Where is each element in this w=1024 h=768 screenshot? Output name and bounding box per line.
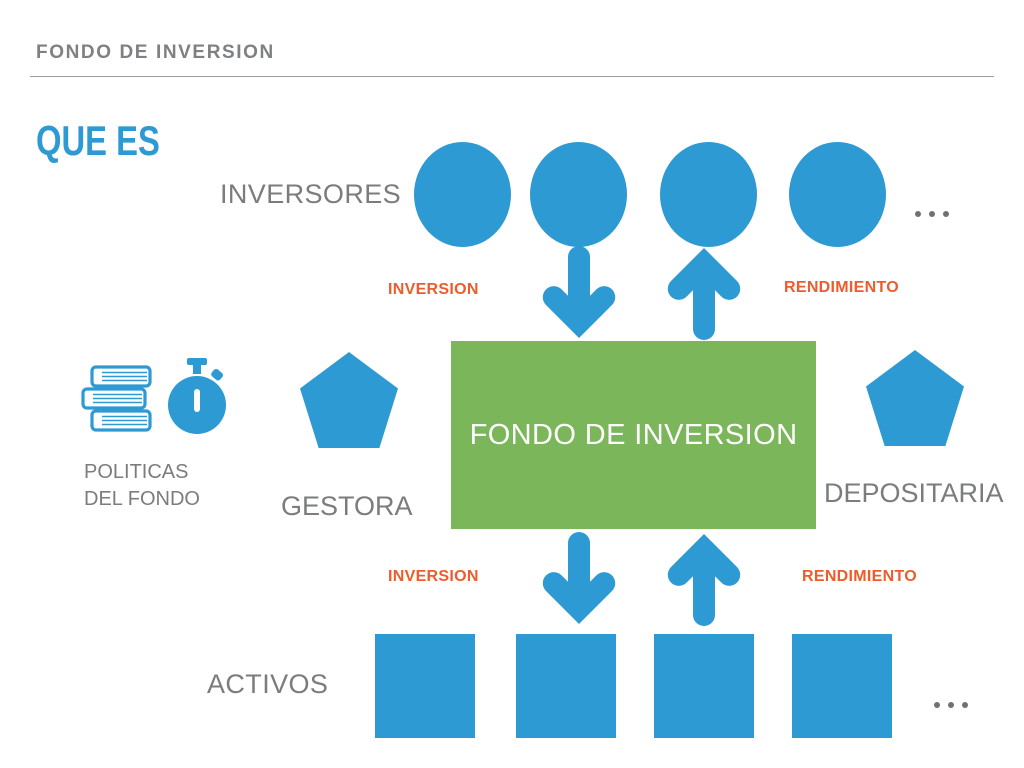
gestora-label: GESTORA [281,491,413,521]
investor-node[interactable] [789,142,886,247]
fund-center-box[interactable]: FONDO DE INVERSION [451,341,816,529]
assets-label: ACTIVOS [207,669,329,699]
asset-node[interactable] [654,634,754,738]
books-icon [80,364,156,436]
gestora-node[interactable] [300,352,398,448]
flow-label-top-rendimiento: RENDIMIENTO [784,279,900,296]
asset-node[interactable] [375,634,475,738]
flow-label-top-inversion: INVERSION [388,281,479,298]
asset-node[interactable] [516,634,616,738]
policies-label-line2: DEL FONDO [84,488,200,510]
fund-center-label: FONDO DE INVERSION [469,418,798,451]
depositaria-node[interactable] [866,350,964,446]
asset-node[interactable] [792,634,892,738]
arrow-down-investors-to-fund [540,246,618,340]
policies-label-line1: POLITICAS [84,461,189,483]
stopwatch-icon [160,358,234,436]
header-divider [30,76,994,77]
page-title: FONDO DE INVERSION [36,42,275,63]
investors-overflow-ellipsis [915,211,949,217]
section-title: QUE ES [36,117,160,164]
assets-overflow-ellipsis [934,702,968,708]
arrow-up-assets-to-fund [665,532,743,626]
investor-node[interactable] [414,142,511,247]
flow-label-bottom-rendimiento: RENDIMIENTO [802,568,918,585]
investor-node[interactable] [530,142,627,247]
flow-label-bottom-inversion: INVERSION [388,568,479,585]
investor-node[interactable] [660,142,757,247]
arrow-down-fund-to-assets [540,532,618,626]
arrow-up-fund-to-investors [665,246,743,340]
depositaria-label: DEPOSITARIA [824,478,1004,508]
investors-label: INVERSORES [220,179,402,209]
